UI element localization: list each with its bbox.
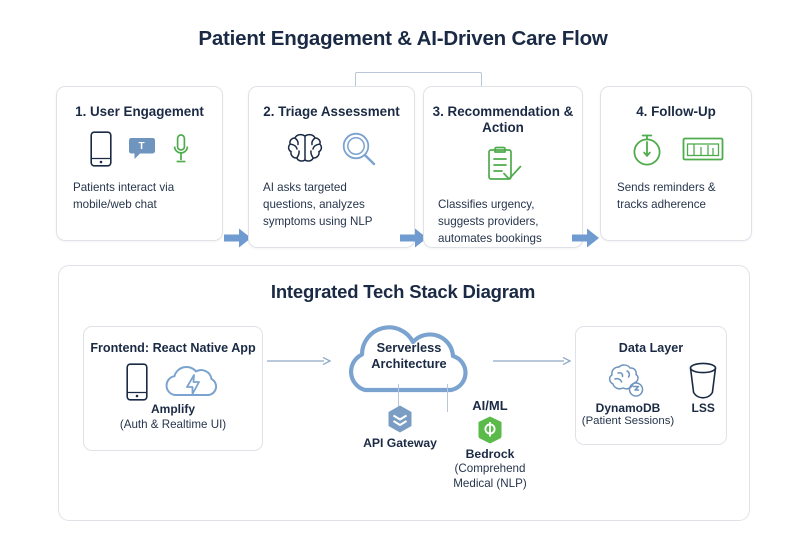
stack-frontend-service: Amplify (Auth & Realtime UI) [84,401,262,433]
clipboard-check-icon [482,146,524,186]
flow-card-title: 4. Follow-Up [636,104,716,119]
flow-card-user-engagement[interactable]: 1. User Engagement T [56,86,223,241]
stack-box-title: Data Layer [618,341,684,355]
flow-card-title: 3. Recommendation & Action [432,104,574,136]
section-title: Integrated Tech Stack Diagram [270,281,536,302]
serverless-cloud: Serverless Architecture [329,318,489,398]
amplify-cloud-icon [162,365,220,399]
magnifying-glass-icon [340,131,378,167]
aiml-bedrock-node[interactable]: AI/ML Bedrock (Comprehend Medical (NLP) [425,398,555,491]
bracket-connector [355,72,482,90]
api-gateway-label: API Gateway [363,436,437,450]
care-flow-row: 1. User Engagement T [0,86,806,248]
flow-card-description: AI asks targeted questions, analyzes sym… [263,181,373,229]
data-layer-items: DynamoDB (Patient Sessions) LSS [576,361,726,427]
aiml-header: AI/ML [472,398,508,413]
stack-box-frontend[interactable]: Frontend: React Native App [83,326,263,451]
cloud-label-line1: Serverless [376,340,442,355]
flow-card-description: Sends reminders & tracks adherence [617,181,716,212]
mobile-phone-icon [89,131,112,167]
svg-text:T: T [138,142,144,153]
page-title: Patient Engagement & AI-Driven Care Flow [198,27,608,50]
flow-card-icons [601,126,751,172]
amplify-label: Amplify [150,402,195,416]
flow-arrow-3-icon [572,226,600,250]
lss-label: LSS [691,401,715,415]
arrow-frontend-to-cloud-icon [267,356,331,366]
flow-card-icons: T [57,126,222,172]
brain-icon [286,132,324,166]
connector-line-bedrock [447,384,449,412]
flow-arrow-1-icon [224,226,252,250]
stopwatch-icon [628,130,666,168]
cloud-label-line2: Architecture [371,356,447,372]
stack-box-data-layer[interactable]: Data Layer [575,326,727,445]
api-gateway-node[interactable]: API Gateway [345,404,455,450]
flow-card-description: Classifies urgency, suggests providers, … [438,197,542,245]
dynamodb-note: (Patient Sessions) [581,415,675,427]
flow-card-icons [424,143,582,189]
serverless-cloud-label: Serverless Architecture [329,340,489,372]
data-layer-item-lss[interactable]: LSS [686,361,720,427]
flow-card-recommendation-action[interactable]: 3. Recommendation & Action [423,86,583,248]
data-layer-item-dynamodb[interactable]: DynamoDB (Patient Sessions) [582,361,674,427]
stack-box-icons [84,363,262,401]
flow-card-triage-assessment[interactable]: 2. Triage Assessment [248,86,415,248]
microphone-icon [172,133,190,165]
arrow-cloud-to-data-icon [493,356,571,366]
flow-card-title: 1. User Engagement [75,104,204,119]
bedrock-label: Bedrock [465,447,515,461]
flow-arrow-2-icon [400,226,428,250]
bedrock-note-line2: Medical (NLP) [453,477,527,491]
flow-card-title: 2. Triage Assessment [263,104,400,119]
connector-line-api-gateway [398,384,400,428]
flow-card-follow-up[interactable]: 4. Follow-Up [600,86,752,241]
flow-card-icons [249,126,414,172]
calendar-chart-icon [682,136,724,162]
stack-box-title: Frontend: React Native App [90,341,256,355]
bedrock-note-line1: (Comprehend [454,462,526,475]
chat-bubble-icon: T [128,135,156,163]
tech-stack-panel: Frontend: React Native App [58,265,750,521]
storage-bucket-icon [686,361,720,399]
dynamodb-icon [582,361,674,399]
flow-card-description: Patients interact via mobile/web chat [73,181,175,212]
mobile-phone-icon [126,363,148,401]
dynamodb-label: DynamoDB [595,401,661,415]
bedrock-icon [425,415,555,445]
api-gateway-icon [345,404,455,434]
amplify-note: (Auth & Realtime UI) [119,418,227,432]
cloud-icon [348,325,468,393]
